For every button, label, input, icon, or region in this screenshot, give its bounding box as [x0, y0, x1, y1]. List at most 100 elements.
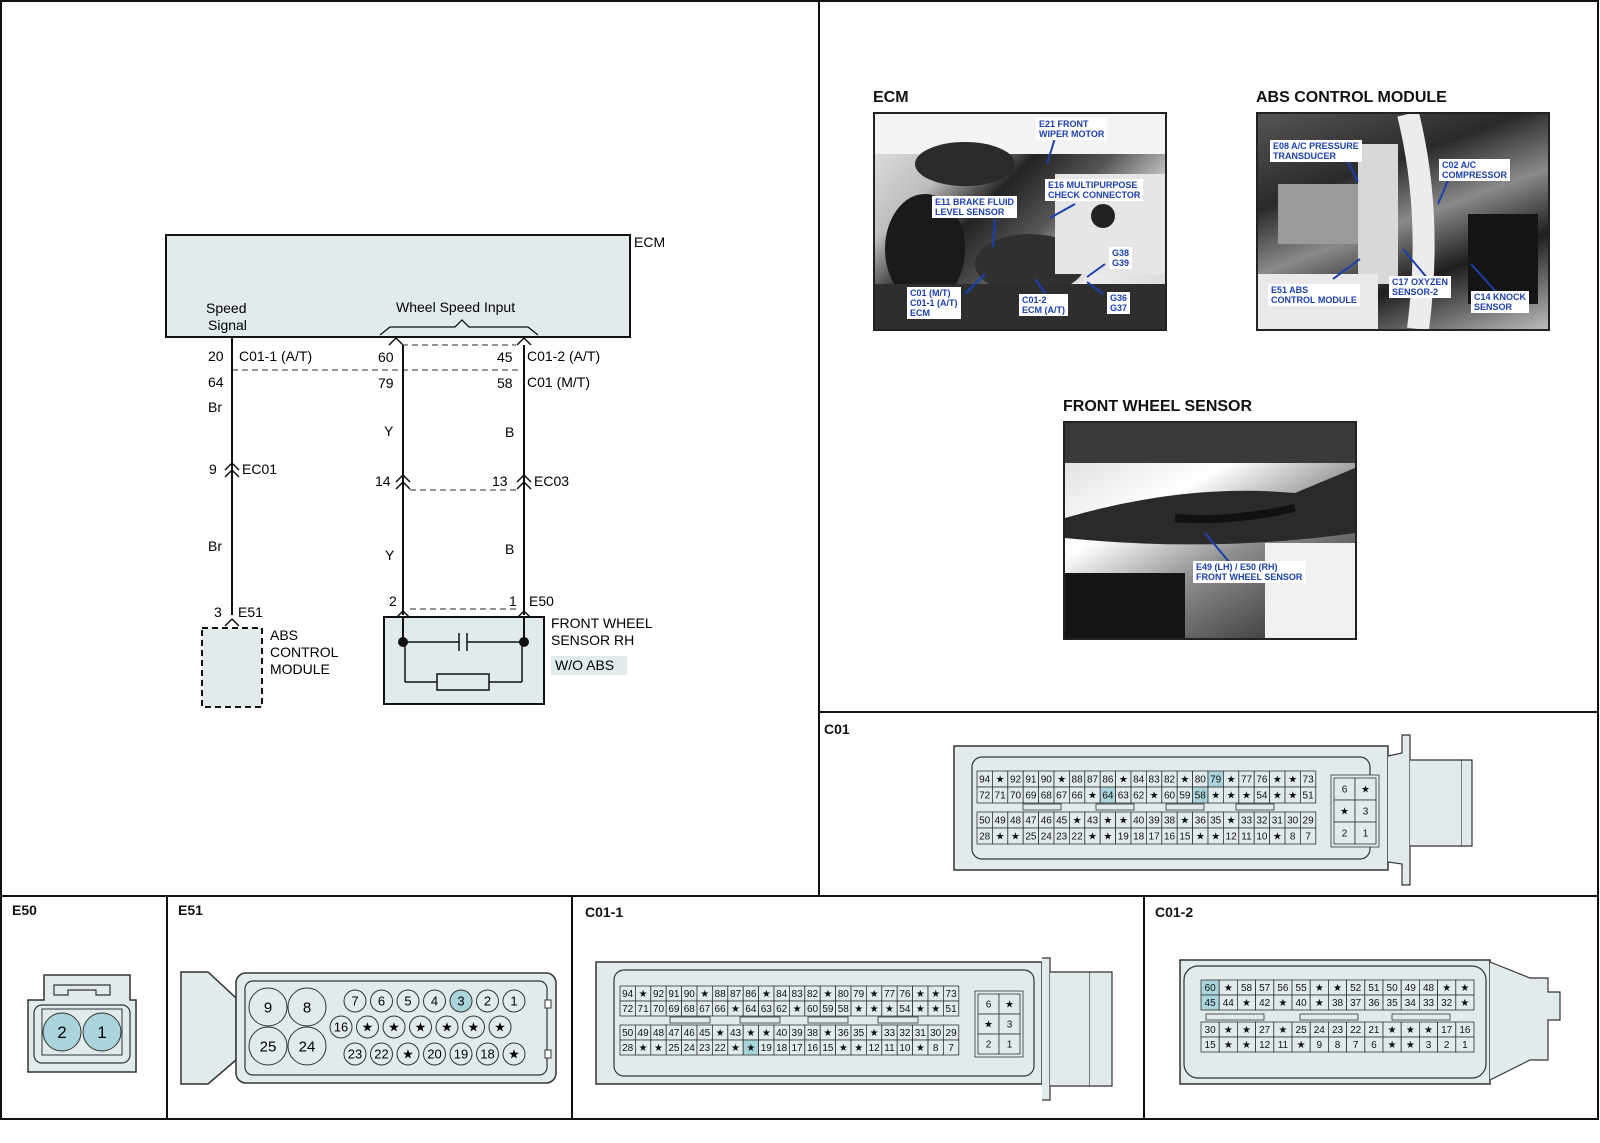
- c011-pin-0-20: ★: [931, 989, 940, 1000]
- c011-pin-2-15: 35: [853, 1028, 865, 1039]
- c012-pin-3-14-box: [1455, 1036, 1475, 1053]
- c01-pin-2-11: 39: [1149, 816, 1161, 827]
- c012-pin-0-2: 58: [1241, 983, 1253, 994]
- e51-pin-24-circle: [287, 1026, 327, 1066]
- e51-row3-pin-1-circle: [370, 1042, 393, 1066]
- c011-pin-1-4: 68: [684, 1004, 696, 1015]
- c012-pin-0-9: 51: [1368, 983, 1380, 994]
- e51-row3-pin-2-circle: [396, 1042, 420, 1066]
- c011-pin-1-1: 71: [638, 1004, 650, 1015]
- c011-pin-3-13: 15: [822, 1043, 834, 1054]
- key-slot: [1095, 803, 1135, 811]
- c012-pin-1-12: 33: [1423, 998, 1435, 1009]
- c012-pin-0-5: 55: [1296, 983, 1308, 994]
- c011-side-pin-0-1: ★: [1005, 1000, 1014, 1011]
- c01-pin-3-13: 15: [1179, 832, 1191, 843]
- c012-pin-1-5: 40: [1296, 998, 1308, 1009]
- ecm-location-photo: E21 FRONT WIPER MOTOR E16 MULTIPURPOSE C…: [873, 112, 1167, 331]
- c011-pin-2-8: ★: [746, 1028, 755, 1039]
- e51-row3-pin-5: 18: [480, 1047, 494, 1062]
- c011-pin-2-12: 38: [807, 1028, 819, 1039]
- c012-pin-3-10: ★: [1388, 1040, 1397, 1051]
- c011-pin-3-19: ★: [916, 1043, 925, 1054]
- c01-pin-2-15: 35: [1210, 816, 1222, 827]
- c011-pin-3-16: 12: [869, 1043, 881, 1054]
- wiring-schematic: ECM Speed Signal Wheel Speed Input 20 C0…: [165, 234, 665, 708]
- c011-pin-1-0: 72: [622, 1004, 634, 1015]
- c011-pin-2-1: 49: [638, 1028, 650, 1039]
- c01-pin-1-2: 70: [1010, 791, 1022, 802]
- c011-pin-0-19: ★: [916, 989, 925, 1000]
- e51-row2-pin-1: ★: [362, 1020, 374, 1035]
- c012-pin-1-0: 45: [1205, 998, 1217, 1009]
- c01-pin-1-11: ★: [1150, 791, 1159, 802]
- e50-pin-1: 1: [97, 1023, 106, 1042]
- e51-row1-pin-1-circle: [370, 989, 393, 1013]
- e51-row2-pin-3: ★: [415, 1020, 427, 1035]
- c011-pin-1-16: ★: [870, 1004, 879, 1015]
- c012-pin-1-14-box: [1455, 994, 1475, 1011]
- c012-pin-2-13: 17: [1441, 1025, 1453, 1036]
- wire-color-y-1: Y: [384, 423, 394, 439]
- c01-connector-label: C01: [824, 721, 850, 737]
- c01-pin-0-7: 87: [1087, 775, 1099, 786]
- e51-row2-pin-0: 16: [334, 1020, 348, 1035]
- c01-pin-0-20: ★: [1288, 775, 1297, 786]
- c01-pin-2-12: 38: [1164, 816, 1176, 827]
- c01-side-pin-1-0: ★: [1340, 807, 1349, 818]
- ec01-label: EC01: [242, 461, 277, 477]
- c011-pin-3-10: 18: [776, 1043, 788, 1054]
- c012-pin-2-0: 30: [1205, 1025, 1217, 1036]
- c01-pin-1-16: ★: [1227, 791, 1236, 802]
- front-wheel-sensor-photo: E49 (LH) / E50 (RH) FRONT WHEEL SENSOR: [1063, 421, 1357, 640]
- c01-pin-1-21-box: [1300, 786, 1317, 804]
- c01-pin-0-18: 76: [1256, 775, 1268, 786]
- c011-pin-1-15: ★: [854, 1004, 863, 1015]
- c011-pin-0-8: 86: [745, 989, 757, 1000]
- c01-pin-2-7: 43: [1087, 816, 1099, 827]
- c012-pin-1-13: 32: [1441, 998, 1453, 1009]
- c01-pin-1-21: 51: [1303, 791, 1315, 802]
- c01-pin-2-1: 49: [995, 816, 1007, 827]
- c011-pin-0-18: 76: [899, 989, 911, 1000]
- c01-pin-3-20: 8: [1290, 832, 1296, 843]
- c01-pin-2-5: 45: [1056, 816, 1068, 827]
- c011-pin-0-11: 83: [792, 989, 804, 1000]
- pin-9: 9: [209, 461, 217, 477]
- c012-pin-3-7: 8: [1335, 1040, 1341, 1051]
- e51-row3-pin-6-circle: [502, 1042, 526, 1066]
- c01-pin-2-9: ★: [1119, 816, 1128, 827]
- c012-pin-2-7: 23: [1332, 1025, 1344, 1036]
- c012-pin-3-4: 11: [1278, 1040, 1289, 1051]
- c01-pin-3-6: 22: [1072, 832, 1084, 843]
- e51-row2-pin-5: ★: [468, 1020, 480, 1035]
- c011-pin-3-17: 11: [884, 1043, 895, 1054]
- c01-pin-0-1: ★: [996, 775, 1005, 786]
- abs-module-label-3: MODULE: [270, 661, 330, 677]
- c01-pin-3-15: ★: [1211, 832, 1220, 843]
- c01-pin-1-20: ★: [1288, 791, 1297, 802]
- c01-pin-2-21: 29: [1303, 816, 1315, 827]
- c011-pin-1-21-box: [943, 1000, 960, 1017]
- c011-pin-0-3: 91: [668, 989, 680, 1000]
- c01-pin-3-18: 10: [1256, 832, 1268, 843]
- pin-2: 2: [389, 593, 397, 609]
- c011-pin-2-17: 33: [884, 1028, 896, 1039]
- c011-pin-0-0: 94: [622, 989, 634, 1000]
- e51-row2-pin-2-circle: [382, 1015, 406, 1039]
- c01-pin-2-3: 47: [1025, 816, 1037, 827]
- c011-pin-0-6: 88: [715, 989, 727, 1000]
- c01-pin-1-15: ★: [1211, 791, 1220, 802]
- c01-2-at-label: C01-2 (A/T): [527, 348, 600, 364]
- c012-pin-0-14: ★: [1460, 983, 1469, 994]
- c01-side-pin-1-1: 3: [1363, 807, 1369, 818]
- c011-pin-2-3: 47: [668, 1028, 680, 1039]
- c01-pin-3-8: ★: [1103, 832, 1112, 843]
- c011-side-pin-0-0: 6: [986, 1000, 992, 1011]
- e51-row3-pin-5-circle: [476, 1042, 499, 1066]
- key-slot: [1165, 803, 1205, 811]
- e50-connector-label: E50: [12, 902, 37, 918]
- c012-pin-2-2: ★: [1242, 1025, 1251, 1036]
- c011-pin-0-15: 79: [853, 989, 865, 1000]
- e51-row2-pin-1-circle: [356, 1015, 379, 1039]
